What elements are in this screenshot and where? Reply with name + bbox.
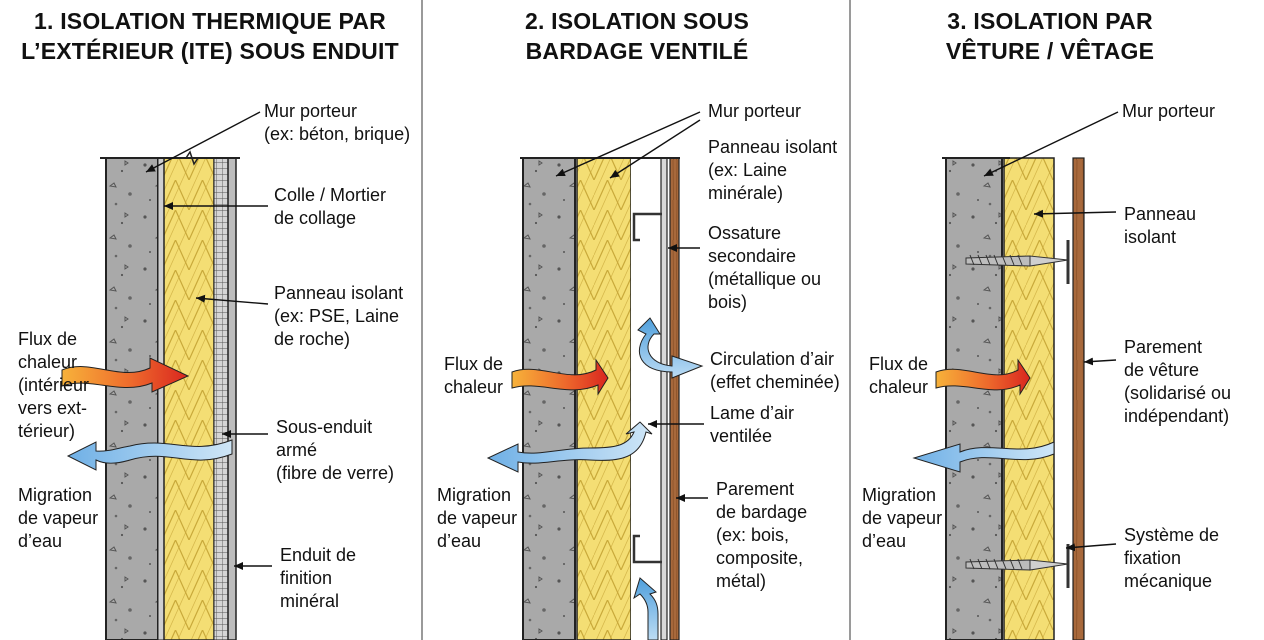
cladding-layer	[1072, 157, 1085, 640]
panel-1-wall-section	[61, 111, 272, 640]
finish-render-layer	[227, 157, 237, 640]
label-secondary-frame: Ossature secondaire (métallique ou bois)	[708, 223, 822, 312]
panel-divider	[849, 0, 851, 640]
screw-icon	[965, 240, 1070, 284]
concrete-wall-layer	[105, 157, 159, 640]
panel-3-title-line-1: 3. ISOLATION PAR	[947, 8, 1153, 34]
heat-flow-arrow	[935, 358, 1031, 396]
label-load-bearing-wall: Mur porteur	[1122, 101, 1216, 121]
insulation-panel-layer	[576, 157, 632, 640]
label-reinforced-base-coat: Sous-enduit armé (fibre de verre)	[276, 417, 395, 483]
heat-flow-arrow	[61, 357, 190, 393]
panel-3-wall-section	[912, 111, 1119, 640]
label-insulation-panel: Panneau isolant	[1124, 204, 1197, 247]
heat-flow-arrow	[511, 358, 609, 396]
panel-2-title-line-2: BARDAGE VENTILÉ	[525, 38, 749, 64]
label-insulation-panel: Panneau isolant (ex: PSE, Laine de roche…	[274, 283, 404, 349]
concrete-wall-layer	[522, 157, 576, 640]
insulation-panel-layer	[163, 157, 215, 640]
reinforced-base-coat-layer	[213, 157, 229, 640]
vapor-migration-arrow	[912, 441, 1055, 473]
air-inlet-arrow	[633, 577, 659, 640]
air-gap	[631, 158, 661, 640]
concrete-wall-layer	[945, 157, 1003, 640]
label-vapor-migration: Migration de vapeur d’eau	[437, 485, 518, 551]
label-vapor-migration: Migration de vapeur d’eau	[862, 485, 943, 551]
panel-1-title: 1. ISOLATION THERMIQUE PAR L’EXTÉRIEUR (…	[4, 6, 416, 66]
label-ventilated-air-gap: Lame d’air ventilée	[710, 403, 795, 446]
panel-2-wall-section	[486, 111, 708, 640]
label-heat-flow: Flux de chaleur	[869, 354, 929, 397]
screw-icon	[965, 544, 1070, 588]
panel-3-title: 3. ISOLATION PAR VÊTURE / VÊTAGE	[850, 6, 1250, 66]
panel-divider	[421, 0, 423, 640]
cladding-layer	[669, 157, 680, 640]
label-heat-flow: Flux de chaleur (intérieur vers ext- tér…	[18, 329, 90, 441]
label-air-circulation: Circulation d’air (effet cheminée)	[710, 349, 840, 392]
break-line	[185, 150, 199, 166]
panel-3-title-line-2: VÊTURE / VÊTAGE	[945, 38, 1155, 64]
vapor-migration-arrow	[66, 439, 233, 471]
panel-2-title: 2. ISOLATION SOUS BARDAGE VENTILÉ	[426, 6, 848, 66]
label-heat-flow: Flux de chaleur	[444, 354, 504, 397]
label-load-bearing-wall: Mur porteur	[708, 101, 802, 121]
label-cladding: Parement de vêture (solidarisé ou indépe…	[1124, 337, 1232, 426]
label-mechanical-fixing: Système de fixation mécanique	[1124, 525, 1220, 591]
panel-1-title-line-2: L’EXTÉRIEUR (ITE) SOUS ENDUIT	[21, 38, 399, 64]
label-finish-render: Enduit de finition minéral	[280, 545, 357, 611]
label-adhesive-mortar: Colle / Mortier de collage	[274, 185, 387, 228]
label-vapor-migration: Migration de vapeur d’eau	[18, 485, 99, 551]
label-cladding: Parement de bardage (ex: bois, composite…	[716, 479, 808, 591]
vapor-migration-arrow	[486, 421, 653, 473]
panel-1-title-line-1: 1. ISOLATION THERMIQUE PAR	[34, 8, 386, 34]
bracket-icon	[632, 212, 662, 242]
panel-2-title-line-1: 2. ISOLATION SOUS	[524, 8, 750, 34]
adhesive-mortar-layer	[157, 157, 165, 640]
bracket-icon	[632, 534, 662, 564]
secondary-frame-rail	[660, 157, 668, 640]
label-load-bearing-wall: Mur porteur (ex: béton, brique)	[264, 101, 411, 144]
air-circulation-arrow	[637, 317, 704, 379]
label-insulation-panel: Panneau isolant (ex: Laine minérale)	[708, 137, 838, 203]
